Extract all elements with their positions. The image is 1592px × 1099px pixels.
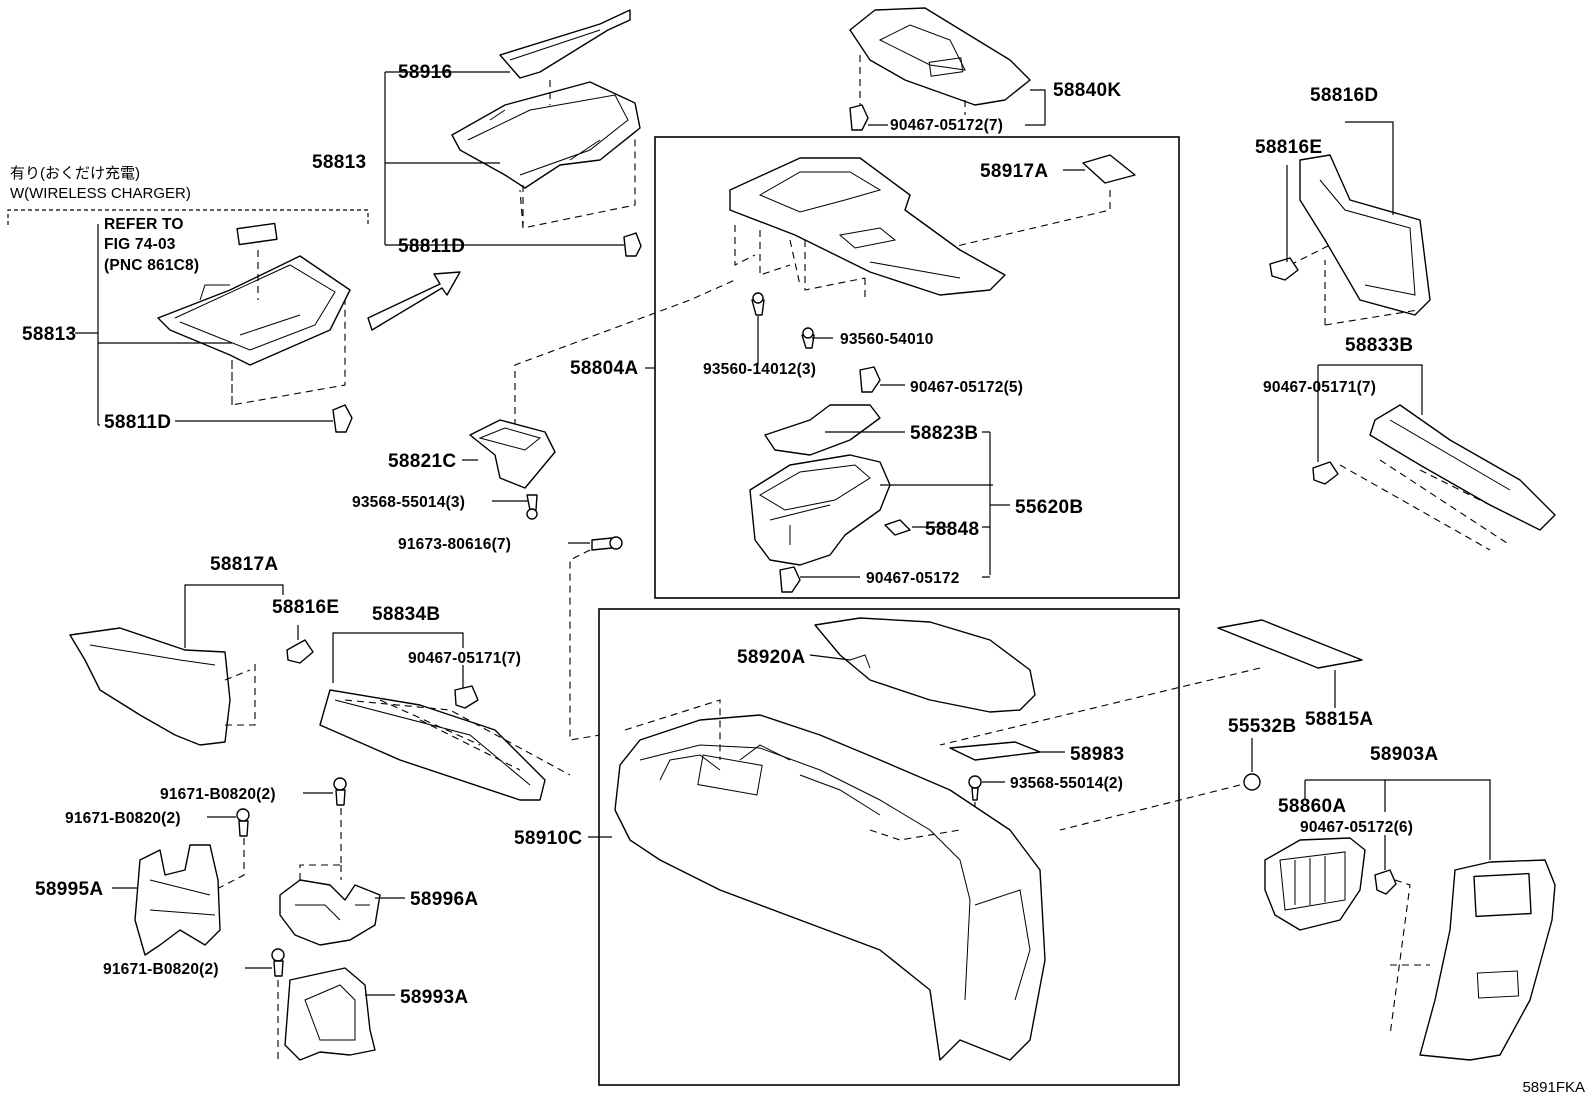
label-93560-14012-3: 93560-14012(3)	[703, 361, 816, 378]
part-58815A-mat	[1217, 619, 1363, 669]
label-58996A: 58996A	[410, 889, 478, 910]
part-58848-pad	[884, 519, 911, 536]
part-58823B-mat	[764, 404, 881, 456]
label-90467-05172-6: 90467-05172(6)	[1300, 819, 1413, 836]
label-58813-top: 58813	[312, 152, 366, 173]
label-58813-left: 58813	[22, 324, 76, 345]
part-58813-top-tray	[451, 81, 641, 189]
part-58817A-side-cover	[69, 627, 231, 746]
clip-90467-05172-5	[859, 366, 881, 393]
part-58995A-bracket	[134, 844, 221, 956]
part-58834B-trim	[319, 689, 546, 801]
label-58916: 58916	[398, 62, 452, 83]
label-58816D: 58816D	[1310, 85, 1378, 106]
label-58860A: 58860A	[1278, 796, 1346, 817]
label-58833B: 58833B	[1345, 335, 1413, 356]
refer-line-3: (PNC 861C8)	[104, 257, 199, 274]
part-58860A-vent	[1264, 837, 1366, 931]
label-58815A: 58815A	[1305, 709, 1373, 730]
label-58823B: 58823B	[910, 423, 978, 444]
screw-93568-55014-2	[968, 775, 982, 801]
refer-line-1: REFER TO	[104, 216, 184, 233]
refer-line-2: FIG 74-03	[104, 236, 176, 253]
console-box-group-box	[598, 608, 1180, 1086]
clip-58811D-left	[332, 404, 353, 433]
label-91671-B0820-2-b: 91671-B0820(2)	[65, 810, 181, 827]
part-58816D-side-panel	[1299, 154, 1431, 316]
label-58817A: 58817A	[210, 554, 278, 575]
clip-58811D-top	[623, 232, 642, 257]
part-58983-pad	[949, 741, 1041, 761]
bolt-91671-B0820-c	[271, 948, 285, 977]
label-58811D-left: 58811D	[104, 412, 171, 433]
label-58995A: 58995A	[35, 879, 103, 900]
label-93568-55014-2: 93568-55014(2)	[1010, 775, 1123, 792]
part-58996A-bracket	[279, 879, 381, 946]
part-55532B-plug	[1243, 773, 1261, 791]
label-58816E-right: 58816E	[1255, 137, 1322, 158]
label-58804A: 58804A	[570, 358, 638, 379]
screw-93560-54010	[801, 327, 815, 349]
note-english: W(WIRELESS CHARGER)	[10, 185, 191, 202]
label-58917A: 58917A	[980, 161, 1048, 182]
label-93560-54010: 93560-54010	[840, 331, 934, 348]
label-58920A: 58920A	[737, 647, 805, 668]
part-55620B-cupholder-body	[749, 454, 891, 566]
label-55532B: 55532B	[1228, 716, 1296, 737]
label-58821C: 58821C	[388, 451, 456, 472]
screw-93568-55014-3	[526, 494, 538, 520]
label-58816E-left: 58816E	[272, 597, 339, 618]
label-90467-05172: 90467-05172	[866, 570, 960, 587]
label-91673-80616-7: 91673-80616(7)	[398, 536, 511, 553]
note-japanese: 有り(おくだけ充電)	[10, 165, 140, 182]
label-91671-B0820-2-a: 91671-B0820(2)	[160, 786, 276, 803]
label-90467-05171-7-right: 90467-05171(7)	[1263, 379, 1376, 396]
label-58983: 58983	[1070, 744, 1124, 765]
clip-90467-05171-left	[454, 685, 479, 709]
clip-90467-05172-bottom	[779, 566, 801, 593]
label-93568-55014-3: 93568-55014(3)	[352, 494, 465, 511]
part-58916-lid	[499, 9, 631, 79]
clip-90467-05172-top	[849, 104, 869, 131]
part-58993A-bracket	[284, 967, 376, 1061]
label-90467-05172-7: 90467-05172(7)	[890, 117, 1003, 134]
wireless-charger-bracket	[7, 209, 369, 225]
label-58848: 58848	[925, 519, 979, 540]
part-58804A-cupholder-panel	[729, 157, 1006, 296]
part-58833B-panel	[1369, 404, 1556, 531]
part-58821C-box	[469, 419, 556, 489]
label-90467-05171-7-left: 90467-05171(7)	[408, 650, 521, 667]
diagram-code: 5891FKA	[1522, 1079, 1585, 1096]
label-58910C: 58910C	[514, 828, 582, 849]
clip-58816E-right	[1269, 257, 1299, 281]
bolt-91671-B0820-b	[236, 808, 250, 837]
clip-90467-05171-right	[1312, 461, 1339, 485]
bolt-91671-B0820-a	[333, 777, 347, 806]
part-58917A-pad	[1082, 154, 1136, 184]
part-58813-left-tray	[157, 222, 351, 366]
part-58903A-rear-panel	[1419, 859, 1556, 1061]
label-58834B: 58834B	[372, 604, 440, 625]
part-58910C-console-body	[614, 714, 1046, 1061]
clip-58816E-left	[286, 639, 314, 664]
part-58920A-lid	[814, 617, 1036, 713]
screw-93560-14012	[751, 292, 765, 316]
clip-90467-05172-6	[1374, 869, 1397, 895]
bolt-91673-80616	[591, 536, 623, 551]
arrow-icon	[367, 271, 461, 331]
label-55620B: 55620B	[1015, 497, 1083, 518]
label-58903A: 58903A	[1370, 744, 1438, 765]
label-58811D-top: 58811D	[398, 236, 465, 257]
label-90467-05172-5: 90467-05172(5)	[910, 379, 1023, 396]
label-58840K: 58840K	[1053, 80, 1121, 101]
label-91671-B0820-2-c: 91671-B0820(2)	[103, 961, 219, 978]
part-58840K-panel	[849, 7, 1031, 106]
label-58993A: 58993A	[400, 987, 468, 1008]
